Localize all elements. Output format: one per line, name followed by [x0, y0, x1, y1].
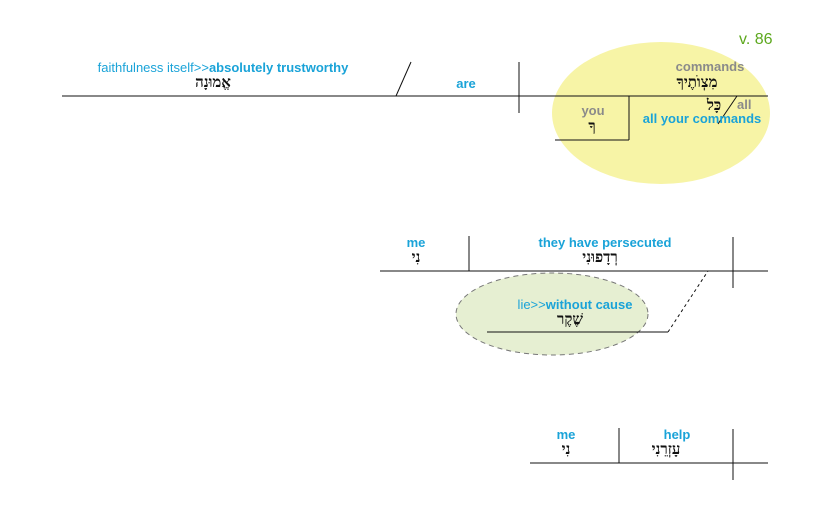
clause3-object-hebrew: נִי — [561, 440, 571, 458]
adverb-gloss: lie>>without cause — [518, 296, 633, 314]
clause2-object-hebrew: נִי — [411, 248, 421, 266]
modifier-all-hebrew: כָּל — [706, 96, 722, 114]
adverb-gloss-plain: lie>> — [517, 297, 546, 312]
verse-label: v. 86 — [739, 31, 773, 48]
modifier-all-line — [717, 95, 738, 125]
clause1-slash — [395, 61, 412, 97]
clause2-verb-hebrew: רְדָפוּנִי — [582, 248, 618, 266]
phrase-gloss: all your commands — [642, 111, 762, 126]
modifier-you-hebrew: ךָ — [588, 117, 596, 135]
adverb-connector — [667, 270, 709, 333]
adverb-hebrew: שֶׁקֶר — [556, 310, 584, 328]
subject-hebrew: אֱמוּנָה — [195, 73, 231, 91]
modifier-all-gloss: all — [737, 97, 752, 112]
clause3-object-gloss: me — [556, 427, 576, 442]
clause3-verb-hebrew: עָזְרֵנִי — [651, 440, 681, 458]
predicate-hebrew: מִצְוֺתֶיךָ — [676, 73, 718, 91]
verb-gloss: are — [456, 76, 476, 91]
clause3-verb-gloss: help — [663, 427, 691, 442]
subject-gloss-bold: absolutely trustworthy — [208, 60, 349, 75]
clause2-object-gloss: me — [406, 235, 426, 250]
clause2-verb-gloss: they have persecuted — [538, 235, 672, 250]
modifier-you-gloss: you — [581, 103, 605, 118]
yellow-highlight — [552, 42, 770, 184]
subject-gloss-plain: faithfulness itself>> — [97, 60, 209, 75]
green-highlight — [455, 272, 649, 356]
subject-gloss: faithfulness itself>>absolutely trustwor… — [98, 59, 349, 77]
adverb-gloss-bold: without cause — [545, 297, 633, 312]
predicate-gloss: commands — [675, 59, 745, 74]
